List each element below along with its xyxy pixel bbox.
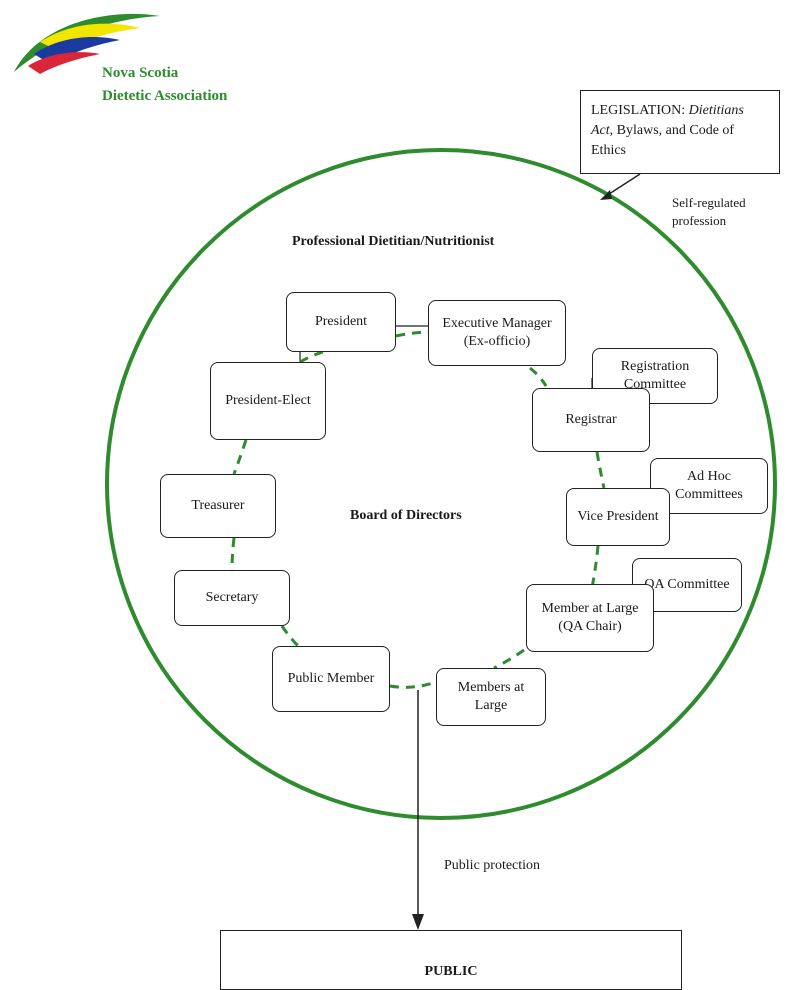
node-treasurer: Treasurer	[160, 474, 276, 538]
profession-circle	[105, 148, 777, 820]
professional-label: Professional Dietitian/Nutritionist	[292, 234, 495, 249]
node-members-at-large: Members at Large	[436, 668, 546, 726]
node-president: President	[286, 292, 396, 352]
brand-name: Nova Scotia Dietetic Association	[102, 62, 227, 108]
legislation-rest: , Bylaws, and Code of Ethics	[591, 123, 735, 158]
legislation-arrow	[605, 173, 641, 197]
public-protection-label: Public protection	[444, 858, 541, 873]
node-member-at-large-qa: Member at Large (QA Chair)	[526, 584, 654, 652]
public-box: PUBLIC	[220, 930, 682, 990]
brand-line1: Nova Scotia	[102, 65, 179, 81]
legislation-italic1: Dietitians	[688, 103, 744, 118]
node-secretary: Secretary	[174, 570, 290, 626]
node-president-elect: President-Elect	[210, 362, 326, 440]
self-regulated-label: Self-regulated profession	[672, 195, 746, 228]
nsda-logo-icon	[14, 13, 160, 74]
brand-line2: Dietetic Association	[102, 88, 228, 104]
node-public-member: Public Member	[272, 646, 390, 712]
legislation-prefix: LEGISLATION:	[591, 103, 689, 118]
legislation-box: LEGISLATION: Dietitians Act, Bylaws, and…	[580, 90, 780, 174]
node-registrar: Registrar	[532, 388, 650, 452]
public-label: PUBLIC	[424, 964, 478, 979]
board-label: Board of Directors	[350, 508, 462, 523]
legislation-italic2: Act	[591, 123, 610, 138]
node-executive-manager: Executive Manager (Ex-officio)	[428, 300, 566, 366]
node-vice-president: Vice President	[566, 488, 670, 546]
